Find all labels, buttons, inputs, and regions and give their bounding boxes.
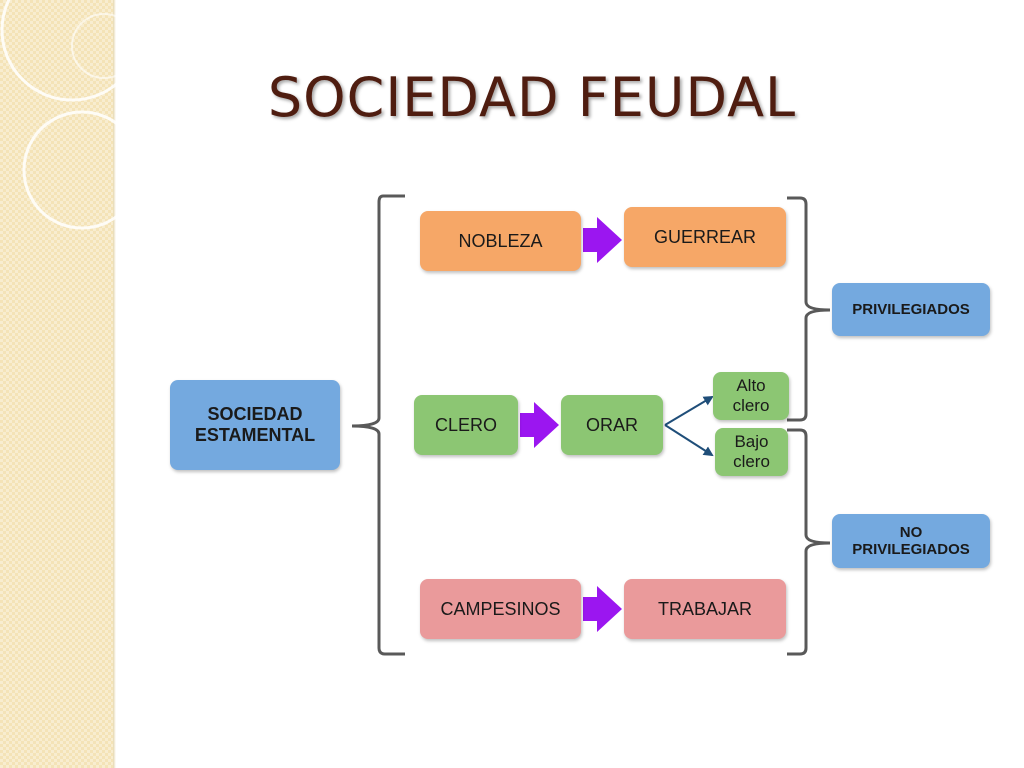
box-clero: CLERO: [414, 395, 518, 455]
box-bajo-clero: Bajo clero: [715, 428, 788, 476]
arrow-campesinos: [583, 586, 622, 632]
box-nobleza: NOBLEZA: [420, 211, 581, 271]
branch-arrow-alto: [664, 395, 714, 426]
decorative-circles: [0, 0, 120, 230]
root-box-sociedad-estamental: SOCIEDAD ESTAMENTAL: [170, 380, 340, 470]
box-trabajar: TRABAJAR: [624, 579, 786, 639]
box-privilegiados: PRIVILEGIADOS: [832, 283, 990, 336]
box-no-privilegiados: NO PRIVILEGIADOS: [832, 514, 990, 568]
box-orar: ORAR: [561, 395, 663, 455]
right-brace-unprivileged: [787, 428, 831, 656]
page-title: SOCIEDAD FEUDAL: [267, 66, 797, 129]
branch-arrow-bajo: [664, 424, 714, 457]
arrow-nobleza: [583, 217, 622, 263]
box-guerrear: GUERREAR: [624, 207, 786, 267]
right-brace-privileged: [787, 196, 831, 422]
box-alto-clero: Alto clero: [713, 372, 789, 420]
side-strip-edge: [113, 0, 116, 768]
box-campesinos: CAMPESINOS: [420, 579, 581, 639]
arrow-clero: [520, 402, 559, 448]
decorative-side-strip: [0, 0, 113, 768]
left-brace: [351, 194, 405, 656]
